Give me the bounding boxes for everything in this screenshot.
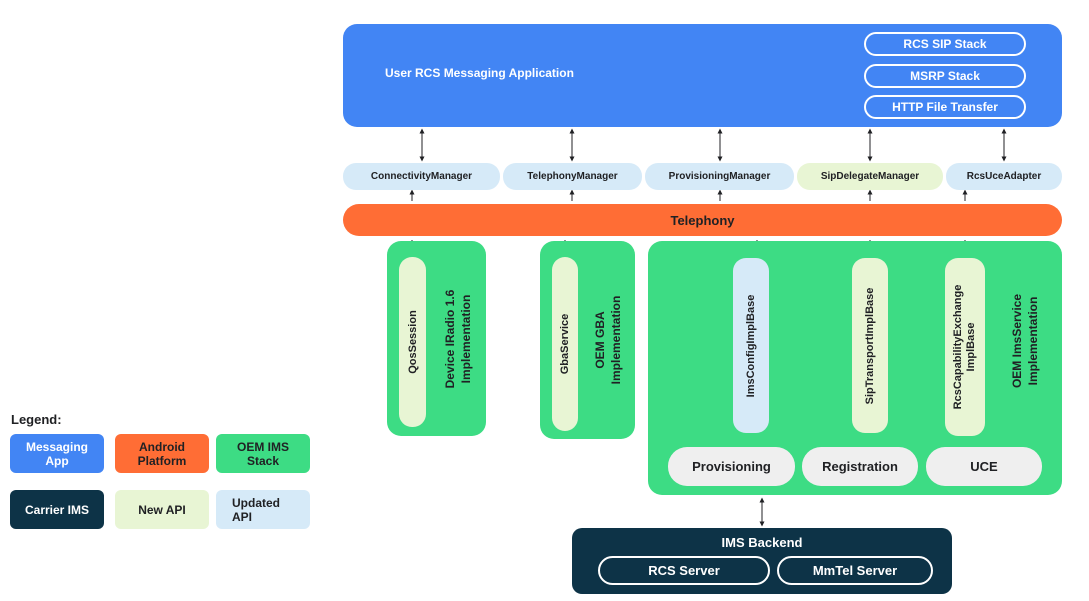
qos-session-label: QosSession: [406, 310, 419, 374]
api-connectivity-manager: ConnectivityManager: [343, 163, 500, 190]
legend-title: Legend:: [11, 412, 62, 427]
gba-service-label: GbaService: [559, 313, 571, 375]
rcs-server-pill: RCS Server: [598, 556, 770, 585]
telephony-bar: Telephony: [343, 204, 1062, 236]
registration-pill: Registration: [802, 447, 918, 486]
sip-transport-impl-base-pill: SipTransportImplBase: [852, 258, 888, 433]
ims-backend-title: IMS Backend: [721, 534, 803, 550]
api-provisioning-manager: ProvisioningManager: [645, 163, 794, 190]
sip-transport-impl-base-label: SipTransportImplBase: [864, 287, 876, 404]
legend-carrier-ims: Carrier IMS: [10, 490, 104, 529]
api-rcs-uce-adapter: RcsUceAdapter: [946, 163, 1062, 190]
msrp-stack: MSRP Stack: [864, 64, 1026, 88]
mmtel-server-pill: MmTel Server: [777, 556, 933, 585]
api-sip-delegate-manager: SipDelegateManager: [797, 163, 943, 190]
legend-new-api: New API: [115, 490, 209, 529]
provisioning-pill: Provisioning: [668, 447, 795, 486]
uce-pill: UCE: [926, 447, 1042, 486]
ims-config-impl-base-label: ImsConfigImplBase: [745, 294, 757, 397]
gba-service-pill: GbaService: [552, 257, 578, 431]
qos-session-pill: QosSession: [399, 257, 426, 427]
api-telephony-manager: TelephonyManager: [503, 163, 642, 190]
rcs-sip-stack: RCS SIP Stack: [864, 32, 1026, 56]
messaging-app-title: User RCS Messaging Application: [385, 66, 574, 80]
ims-config-impl-base-pill: ImsConfigImplBase: [733, 258, 769, 433]
http-file-transfer: HTTP File Transfer: [864, 95, 1026, 119]
messaging-app-box: [343, 24, 1062, 127]
